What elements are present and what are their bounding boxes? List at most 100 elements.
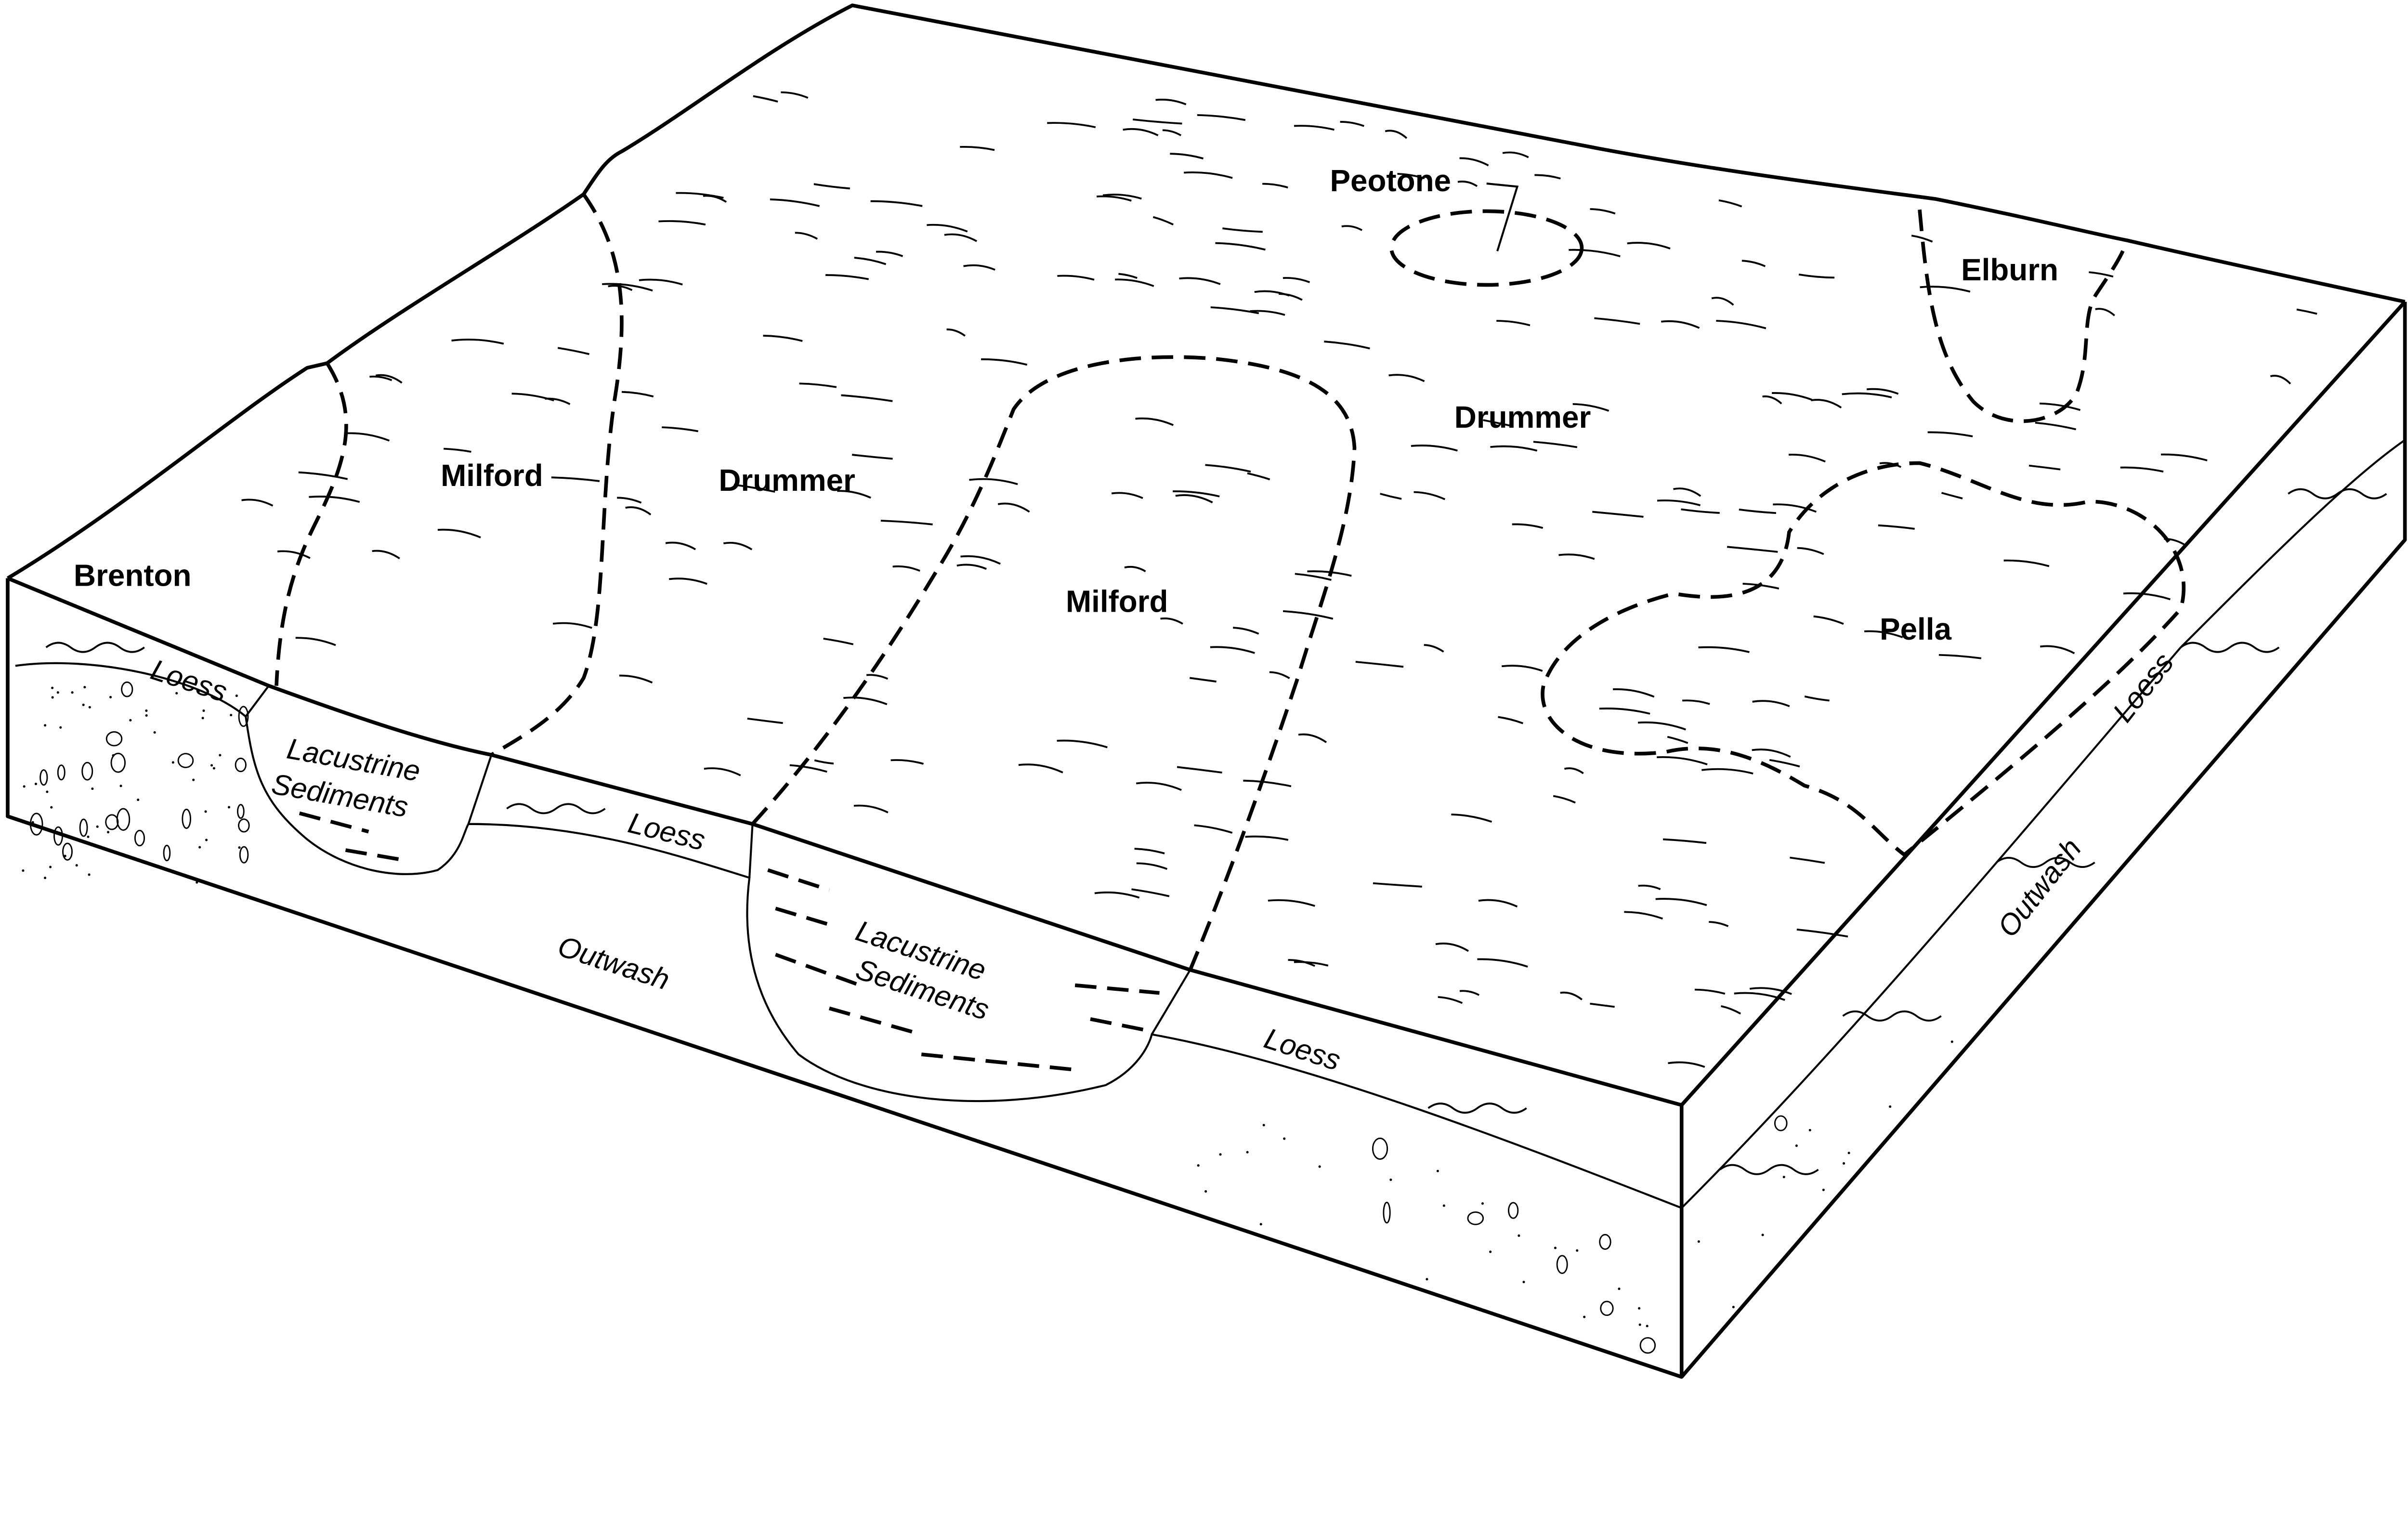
gravel-mark (1599, 1234, 1611, 1250)
hatch-mark (1790, 856, 1825, 864)
gravel-mark (205, 839, 208, 841)
gravel-mark (182, 809, 191, 829)
hatch-mark (1355, 661, 1404, 668)
gravel-mark (109, 696, 112, 698)
loess-wave-mark (1719, 1164, 1819, 1175)
hatch-mark (1243, 779, 1292, 788)
gravel-mark (23, 785, 26, 788)
gravel-mark (1618, 1287, 1621, 1290)
hatch-mark (1294, 961, 1329, 967)
gravel-mark (129, 719, 132, 722)
gravel-mark (1204, 1190, 1207, 1193)
hatch-mark (1789, 453, 1826, 463)
hatch-mark (1773, 503, 1817, 513)
hatch-mark (1558, 553, 1595, 560)
hatch-mark (1134, 848, 1165, 854)
hatch-mark (1655, 898, 1707, 906)
hatch-mark (2003, 559, 2050, 567)
gravel-mark (1847, 1152, 1850, 1155)
gravel-mark (1283, 1137, 1286, 1140)
hatch-mark (747, 717, 783, 724)
hatch-mark (1279, 293, 1303, 301)
hatch-mark (1594, 317, 1640, 325)
hatch-mark (1132, 118, 1182, 125)
label-loess-side: Loess (2106, 646, 2180, 728)
hatch-mark (723, 541, 753, 551)
label-loess-mid: Loess (625, 806, 708, 856)
hatch-mark (1553, 795, 1576, 804)
gravel-mark (153, 731, 156, 734)
gravel-mark (210, 764, 213, 767)
gravel-mark (1843, 1162, 1845, 1165)
hatch-mark (1681, 508, 1720, 514)
gravel-mark (59, 726, 62, 729)
gravel-mark (201, 717, 204, 720)
hatch-mark (1534, 174, 1561, 180)
gravel-mark (1808, 1129, 1811, 1131)
hatch-mark (1102, 194, 1142, 200)
hatch-mark (557, 347, 589, 355)
hatch-mark (451, 339, 504, 345)
hatch-mark (1866, 388, 1899, 395)
label-brenton: Brenton (74, 558, 191, 592)
hatch-mark (1796, 928, 1848, 938)
gravel-mark (44, 877, 47, 880)
gravel-mark (1219, 1153, 1222, 1156)
label-milford-center: Milford (1066, 584, 1168, 619)
hatch-mark (2035, 421, 2076, 431)
gravel-mark (1639, 1337, 1656, 1354)
loess-wave-mark (506, 803, 606, 814)
hatch-mark (1385, 130, 1408, 139)
gravel-mark (1262, 1124, 1265, 1127)
gravel-mark (1600, 1300, 1614, 1316)
gravel-mark (1481, 1202, 1484, 1205)
outwash-gravel-texture (22, 681, 1953, 1354)
hatch-mark (853, 804, 889, 814)
block-top-back-edge (6, 3, 2406, 580)
hatch-mark (1411, 445, 1458, 452)
hatch-mark (1380, 493, 1402, 500)
gravel-mark (62, 842, 73, 861)
gravel-mark (237, 804, 245, 819)
gravel-mark (1554, 1247, 1557, 1249)
gravel-mark (1436, 1169, 1439, 1172)
hatch-mark (1599, 708, 1650, 715)
hatch-mark (1749, 987, 1792, 995)
hatch-mark (1804, 696, 1830, 702)
gravel-mark (204, 810, 207, 813)
gravel-mark (1638, 1307, 1641, 1310)
gravel-mark (1761, 1234, 1764, 1236)
hatch-mark (1498, 716, 1524, 724)
hatch-mark (625, 506, 652, 516)
hatch-mark (1177, 766, 1222, 774)
hatch-mark (1727, 546, 1778, 553)
label-loess-right-front: Loess (1260, 1022, 1345, 1077)
hatch-mark (1136, 862, 1168, 870)
hatch-mark (1397, 172, 1425, 180)
hatch-mark (1288, 959, 1315, 967)
gravel-mark (1259, 1223, 1262, 1226)
gravel-mark (1426, 1278, 1428, 1281)
hatch-mark (639, 278, 683, 286)
gravel-mark (1197, 1164, 1200, 1167)
hatch-mark (956, 564, 987, 570)
gravel-mark (1782, 1176, 1785, 1179)
gravel-mark (198, 846, 201, 849)
hatch-mark (2123, 592, 2171, 601)
hatch-mark (1941, 492, 1963, 499)
hatch-mark (1927, 431, 1973, 437)
hatch-mark (277, 550, 311, 559)
gravel-mark (145, 714, 148, 717)
hatch-mark (619, 674, 653, 683)
gravel-mark (202, 709, 205, 712)
hatch-mark (997, 502, 1030, 513)
hatch-mark (813, 183, 850, 190)
lacustrine-left-top (245, 685, 270, 717)
gravel-mark (105, 814, 119, 830)
hatch-mark (372, 550, 400, 560)
gravel-mark (1732, 1306, 1735, 1309)
hatch-mark (1118, 273, 1138, 279)
hatch-mark (1878, 524, 1915, 530)
gravel-mark (239, 846, 249, 864)
gravel-mark (116, 808, 131, 831)
